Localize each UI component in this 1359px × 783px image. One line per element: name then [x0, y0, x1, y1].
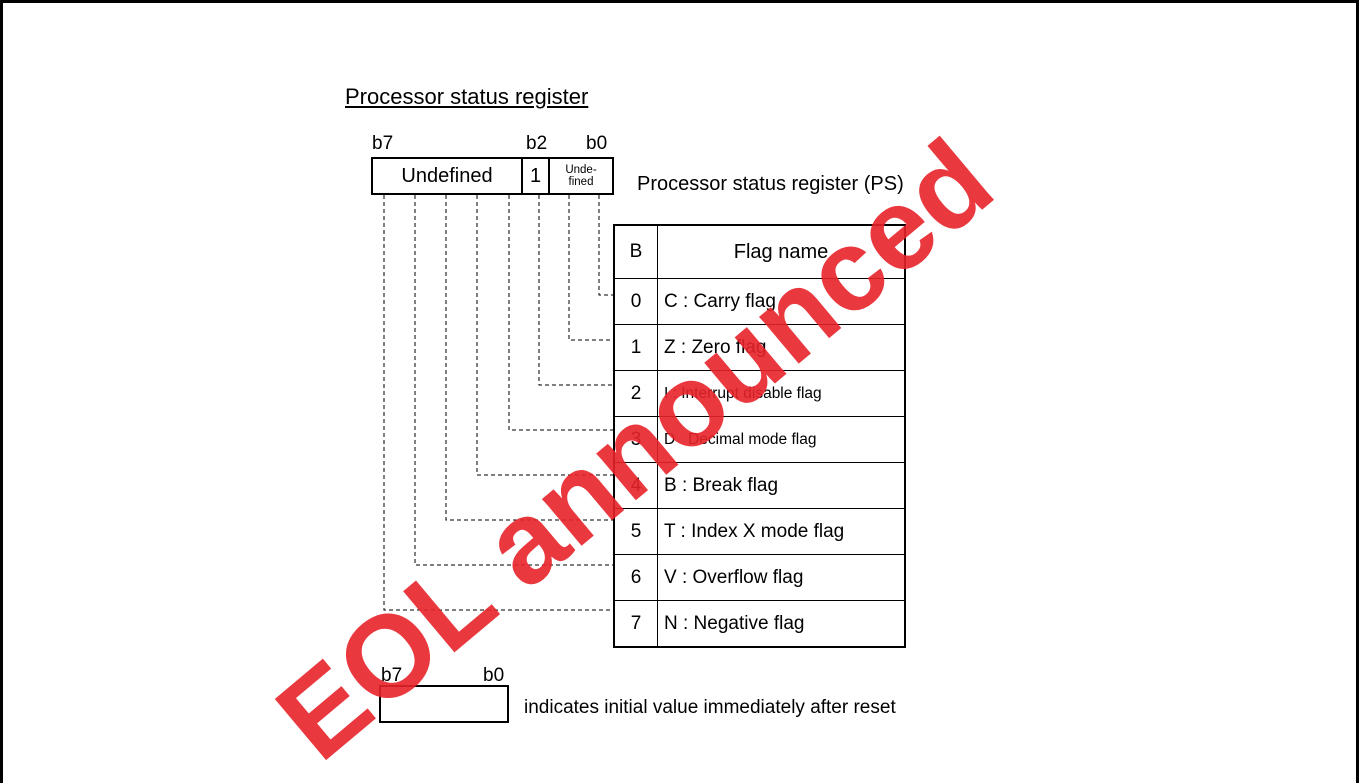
row-bit: 6 [613, 554, 658, 601]
row-flag-name: D Decimal mode flag [657, 416, 906, 463]
register-undefined-field: Undefined [373, 159, 523, 193]
row-bit: 7 [613, 600, 658, 648]
register-b2-label: b2 [526, 133, 548, 154]
register-b7-label: b7 [372, 133, 394, 154]
connector-bit3 [508, 195, 613, 431]
row-flag-name: C : Carry flag [657, 278, 906, 325]
legend-b7-label: b7 [381, 665, 403, 686]
table-row: 5 T : Index X mode flag [613, 508, 906, 555]
row-flag-name: I : Interrupt disable flag [657, 370, 906, 417]
table-row: 0 C : Carry flag [613, 278, 906, 325]
table-row: 2 I : Interrupt disable flag [613, 370, 906, 417]
table-row: 3 D Decimal mode flag [613, 416, 906, 463]
legend-box [379, 685, 509, 723]
connector-bit0 [598, 195, 613, 296]
flag-table: B Flag name 0 C : Carry flag 1 Z : Zero … [613, 224, 906, 648]
connector-bit6 [414, 195, 613, 566]
register-fixed-one-field: 1 [523, 159, 550, 193]
row-flag-name: B : Break flag [657, 462, 906, 509]
row-bit: 1 [613, 324, 658, 371]
connector-bit4 [476, 195, 613, 476]
diagram-title: Processor status register [345, 84, 589, 109]
connector-bit1 [568, 195, 613, 341]
register-b0-label: b0 [586, 133, 608, 154]
connector-bit2 [538, 195, 613, 386]
table-row: 7 N : Negative flag [613, 600, 906, 648]
undefined-small-top: Unde- [565, 164, 597, 176]
row-flag-name: T : Index X mode flag [657, 508, 906, 555]
row-bit: 0 [613, 278, 658, 325]
register-name-label: Processor status register (PS) [637, 173, 904, 195]
connector-bit5 [445, 195, 613, 521]
table-row: 4 B : Break flag [613, 462, 906, 509]
row-flag-name: V : Overflow flag [657, 554, 906, 601]
legend-b0-label: b0 [483, 665, 505, 686]
undefined-small-bottom: fined [568, 176, 594, 188]
row-flag-name: N : Negative flag [657, 600, 906, 648]
register-undefined-small-field: Unde- fined [550, 159, 612, 193]
row-bit: 4 [613, 462, 658, 509]
flag-table-header: B Flag name [613, 224, 906, 279]
status-register-box: Undefined 1 Unde- fined [371, 157, 614, 195]
connector-bit7 [383, 195, 613, 611]
table-row: 6 V : Overflow flag [613, 554, 906, 601]
legend-text: indicates initial value immediately afte… [524, 697, 896, 718]
